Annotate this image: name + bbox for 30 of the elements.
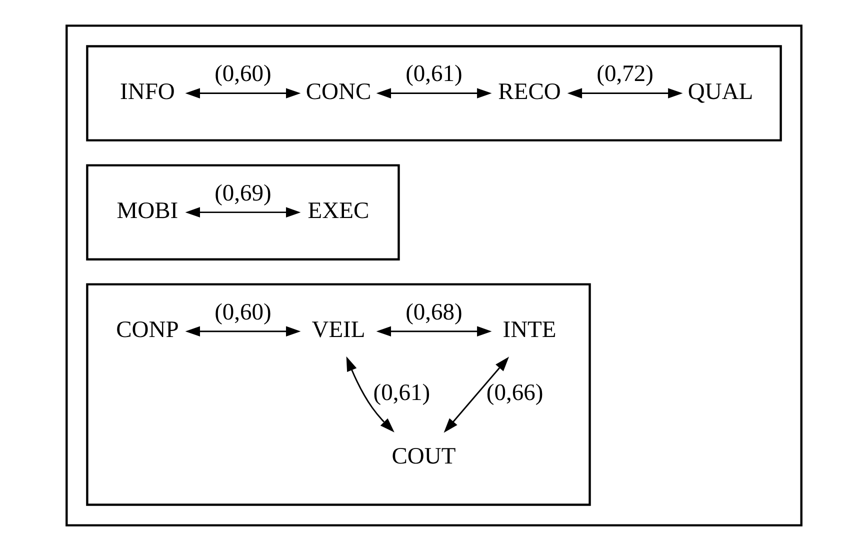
node-text: INFO xyxy=(120,78,174,105)
node-text: QUAL xyxy=(687,78,753,105)
edge-label: (0,68) xyxy=(405,299,462,326)
cluster xyxy=(65,24,802,526)
cluster xyxy=(86,164,400,260)
edge-label: (0,61) xyxy=(405,61,462,88)
edge-label: (0,61) xyxy=(372,380,430,406)
edge-label: (0,66) xyxy=(486,380,543,406)
node-text: RECO xyxy=(498,78,560,105)
edge-label: (0,69) xyxy=(214,180,271,206)
arrow xyxy=(376,326,492,336)
node-text: EXEC xyxy=(307,198,369,224)
edge-label: (0,72) xyxy=(596,61,653,88)
arrow xyxy=(184,207,300,218)
node-text: VEIL xyxy=(311,316,365,343)
arrow xyxy=(346,356,394,432)
edge-label: (0,60) xyxy=(214,299,271,326)
node-text: MOBI xyxy=(116,198,178,224)
node-text: COUT xyxy=(391,443,456,470)
node-text: INTE xyxy=(502,316,556,343)
node-text: CONC xyxy=(305,78,371,105)
arrow xyxy=(443,356,509,433)
arrow xyxy=(184,88,300,98)
arrow xyxy=(566,88,682,98)
cluster xyxy=(86,283,590,506)
edge-label: (0,60) xyxy=(214,61,271,88)
arrow xyxy=(184,326,300,336)
cluster xyxy=(86,45,782,142)
node-text: CONP xyxy=(116,316,178,343)
arrow xyxy=(376,88,492,98)
